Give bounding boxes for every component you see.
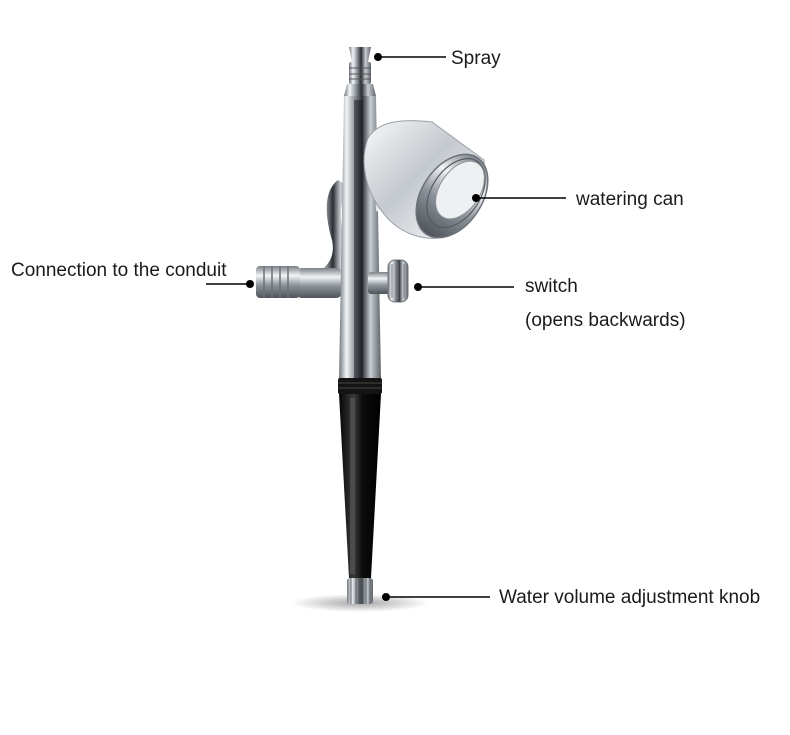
label-switch-note: (opens backwards) bbox=[525, 310, 686, 331]
air-inlet-connector bbox=[256, 266, 342, 298]
label-switch: switch bbox=[525, 276, 578, 297]
leader-spray bbox=[374, 53, 446, 61]
label-conduit: Connection to the conduit bbox=[11, 260, 227, 281]
label-spray: Spray bbox=[451, 48, 501, 69]
label-watering-can: watering can bbox=[576, 189, 684, 210]
adjustment-knob bbox=[347, 578, 373, 604]
paint-cup bbox=[363, 120, 489, 239]
nozzle bbox=[344, 47, 376, 96]
leader-watering-can bbox=[472, 194, 566, 202]
leader-switch bbox=[414, 283, 514, 291]
trigger-switch bbox=[368, 259, 409, 303]
black-handle bbox=[339, 394, 381, 578]
label-knob: Water volume adjustment knob bbox=[499, 587, 761, 608]
leader-knob bbox=[382, 593, 490, 601]
body-ring bbox=[338, 378, 382, 394]
leader-conduit bbox=[206, 280, 254, 288]
hose-bracket bbox=[312, 180, 350, 294]
